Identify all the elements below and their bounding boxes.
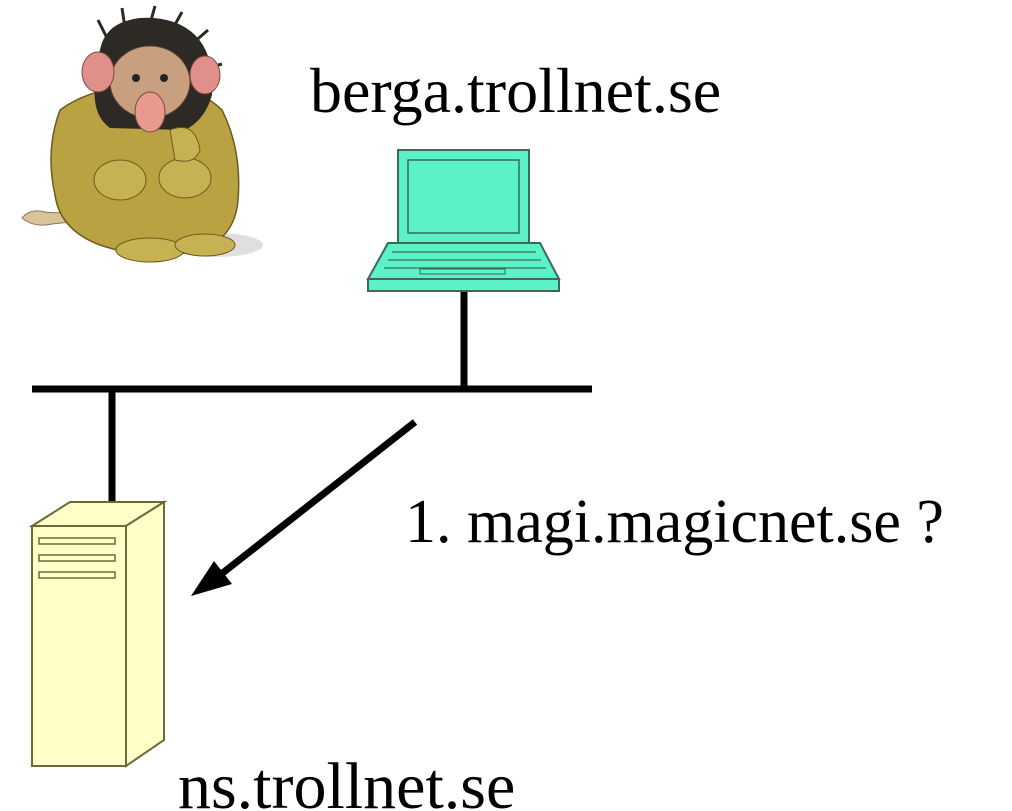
server-tower-icon [28,500,168,768]
query-label: 1. magi.magicnet.se ? [405,488,944,556]
network-bus [32,292,592,502]
troll-illustration-icon [21,5,263,263]
client-host-label: berga.trollnet.se [310,55,721,126]
name-server-label: ns.trollnet.se [178,750,515,811]
laptop-icon [366,149,561,292]
arrow-icon [191,419,418,596]
